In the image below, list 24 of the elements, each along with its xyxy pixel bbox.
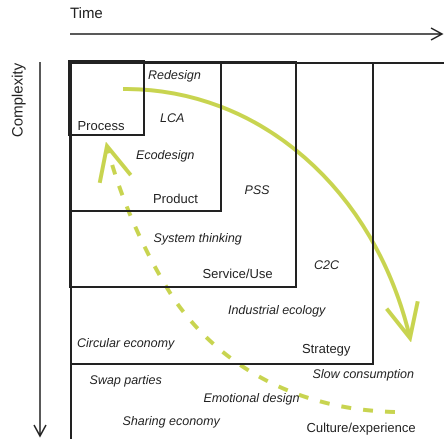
concept-label: Swap parties — [90, 372, 162, 388]
category-box — [68, 60, 222, 212]
category-title: Process — [78, 118, 124, 132]
concept-label: Ecodesign — [136, 148, 194, 163]
concept-label: PSS — [244, 182, 270, 198]
concept-label: Industrial ecology — [228, 303, 326, 318]
concept-label: Sharing economy — [122, 414, 220, 428]
concept-label: C2C — [314, 258, 340, 273]
category-title: Service/Use — [202, 266, 273, 280]
category-title: Strategy — [302, 341, 350, 356]
concept-label: Circular economy — [77, 336, 174, 351]
category-box — [68, 60, 145, 136]
category-title: Product — [153, 191, 198, 206]
category-box — [70, 62, 374, 364]
category-title: Culture/experience — [306, 420, 416, 434]
concept-label: Emotional design — [204, 390, 300, 406]
category-box — [70, 62, 444, 439]
axis-label: Time — [70, 6, 103, 21]
category-box — [69, 61, 297, 288]
axis-label: Complexity — [10, 62, 26, 138]
concept-label: Slow consumption — [312, 366, 414, 382]
concept-label: Redesign — [148, 68, 201, 83]
concept-label: System thinking — [154, 230, 242, 246]
concept-label: LCA — [160, 111, 184, 126]
